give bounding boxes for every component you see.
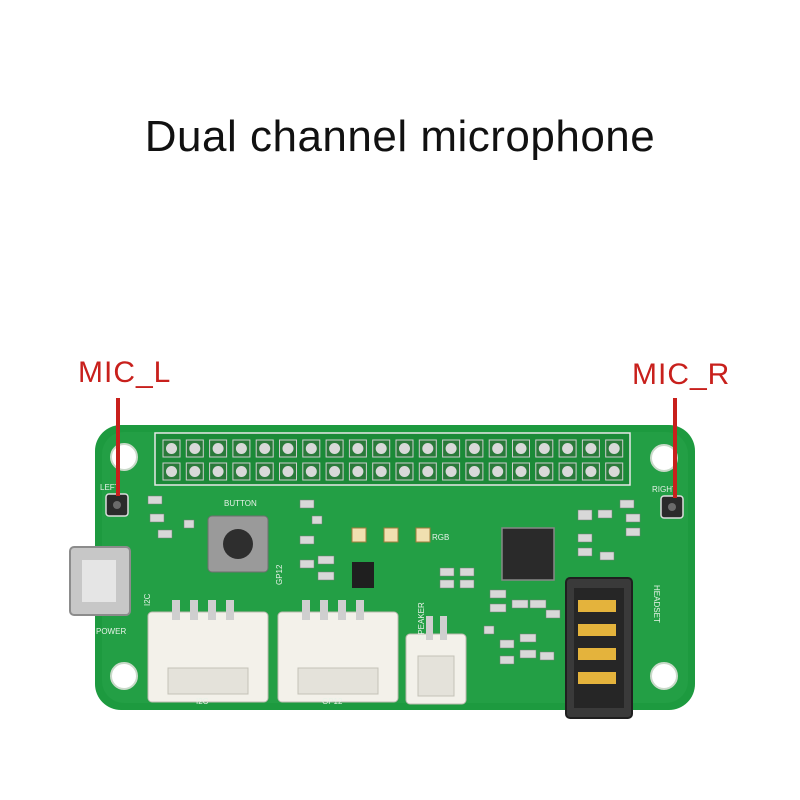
image-title: Dual channel microphone <box>144 112 656 161</box>
gpio-pin-pad <box>492 443 504 454</box>
gpio-pin-pad <box>515 466 527 477</box>
smd-part <box>539 651 555 661</box>
gpio-pin-pad <box>166 443 177 454</box>
speaker-silkscreen: SPEAKER <box>417 602 426 640</box>
grove-connector-gp12 <box>277 600 399 703</box>
gpio-pin-pad <box>305 443 317 454</box>
smd-part <box>529 599 547 609</box>
smd-part <box>439 579 455 589</box>
smd-part <box>577 547 593 557</box>
smd-part <box>483 625 495 635</box>
smd-part <box>311 515 323 525</box>
gp12-side-silkscreen: GP12 <box>275 564 284 585</box>
smd-part <box>459 567 475 577</box>
smd-part <box>499 655 515 665</box>
gpio-pin-pad <box>608 443 620 454</box>
gpio-pin-pad <box>305 466 317 477</box>
gpio-pin-pad <box>189 443 201 454</box>
smd-part <box>597 509 613 519</box>
gpio-pin-pad <box>212 466 224 477</box>
gpio-pin-pad <box>399 443 410 454</box>
gpio-pin-pad <box>282 443 294 454</box>
smd-components <box>147 495 641 665</box>
gpio-pin-pad <box>282 466 294 477</box>
gpio-pin-pad <box>375 466 387 477</box>
gpio-pin-pad <box>212 443 224 454</box>
smd-part <box>577 509 593 521</box>
gpio-pin-pad <box>235 466 247 477</box>
gpio-pin-pad <box>329 443 341 454</box>
gpio-pin-pad <box>538 443 550 454</box>
gpio-pin-pad <box>399 466 410 477</box>
gpio-pin-pad <box>445 466 457 477</box>
gpio-pin-pad <box>259 443 271 454</box>
gpio-pin-pad <box>562 466 574 477</box>
smd-part <box>459 579 475 589</box>
gp12-bottom-silkscreen: GP12 <box>322 697 343 706</box>
i2c-bottom-silkscreen: I2C <box>196 697 209 706</box>
grove-connector-i2c <box>147 600 269 703</box>
gpio-pin-pad <box>422 443 434 454</box>
gpio-pin-pad <box>562 443 574 454</box>
smd-part <box>599 551 615 561</box>
gpio-pin-pad <box>375 443 387 454</box>
smd-part <box>439 567 455 577</box>
smd-part <box>299 535 315 545</box>
gpio-pin-pad <box>445 443 457 454</box>
smd-part <box>157 529 173 539</box>
smd-part <box>183 519 195 529</box>
gpio-pin-pad <box>515 443 527 454</box>
gpio-pin-pad <box>166 466 177 477</box>
smd-part <box>619 499 635 509</box>
smd-part <box>625 527 641 537</box>
rgb-leds <box>351 527 431 543</box>
i2c-side-silkscreen: I2C <box>143 593 152 606</box>
gpio-pin-pad <box>422 466 434 477</box>
smd-part <box>299 559 315 569</box>
smd-part <box>489 589 507 599</box>
smd-part <box>147 495 163 505</box>
gpio-pin-pad <box>585 466 597 477</box>
gpio-pin-pad <box>235 443 247 454</box>
transistor <box>352 562 374 588</box>
gpio-pin-pad <box>329 466 341 477</box>
smd-part <box>489 603 507 613</box>
smd-part <box>625 513 641 523</box>
gpio-pin-pad <box>189 466 201 477</box>
smd-part <box>519 633 537 643</box>
smd-part <box>317 555 335 565</box>
smd-part <box>545 609 561 619</box>
gpio-pin-pad <box>468 443 480 454</box>
gpio-pin-pad <box>492 466 504 477</box>
smd-part <box>149 513 165 523</box>
smd-part <box>317 571 335 581</box>
smd-part <box>519 649 537 659</box>
right-silkscreen: RIGHT <box>652 485 677 494</box>
button-silkscreen: BUTTON <box>224 499 257 508</box>
left-silkscreen: LEFT <box>100 483 120 492</box>
audio-codec-chip <box>501 527 555 581</box>
gpio-pin-pad <box>259 466 271 477</box>
rgb-silkscreen: RGB <box>432 533 449 542</box>
gpio-pin-pad <box>538 466 550 477</box>
headset-silkscreen: HEADSET <box>652 585 661 623</box>
mic-right-callout: MIC_R <box>632 358 731 391</box>
headset-jack <box>565 577 633 719</box>
smd-part <box>511 599 529 609</box>
smd-part <box>577 533 593 543</box>
gpio-header-pins <box>162 439 624 481</box>
speaker-connector <box>405 616 467 705</box>
smd-part <box>299 499 315 509</box>
gpio-pin-pad <box>468 466 480 477</box>
gpio-pin-pad <box>608 466 620 477</box>
mic-left-callout: MIC_L <box>78 356 172 389</box>
gpio-pin-pad <box>352 443 364 454</box>
gpio-pin-pad <box>352 466 364 477</box>
power-silkscreen: POWER <box>96 627 126 636</box>
smd-part <box>499 639 515 649</box>
gpio-pin-pad <box>585 443 597 454</box>
